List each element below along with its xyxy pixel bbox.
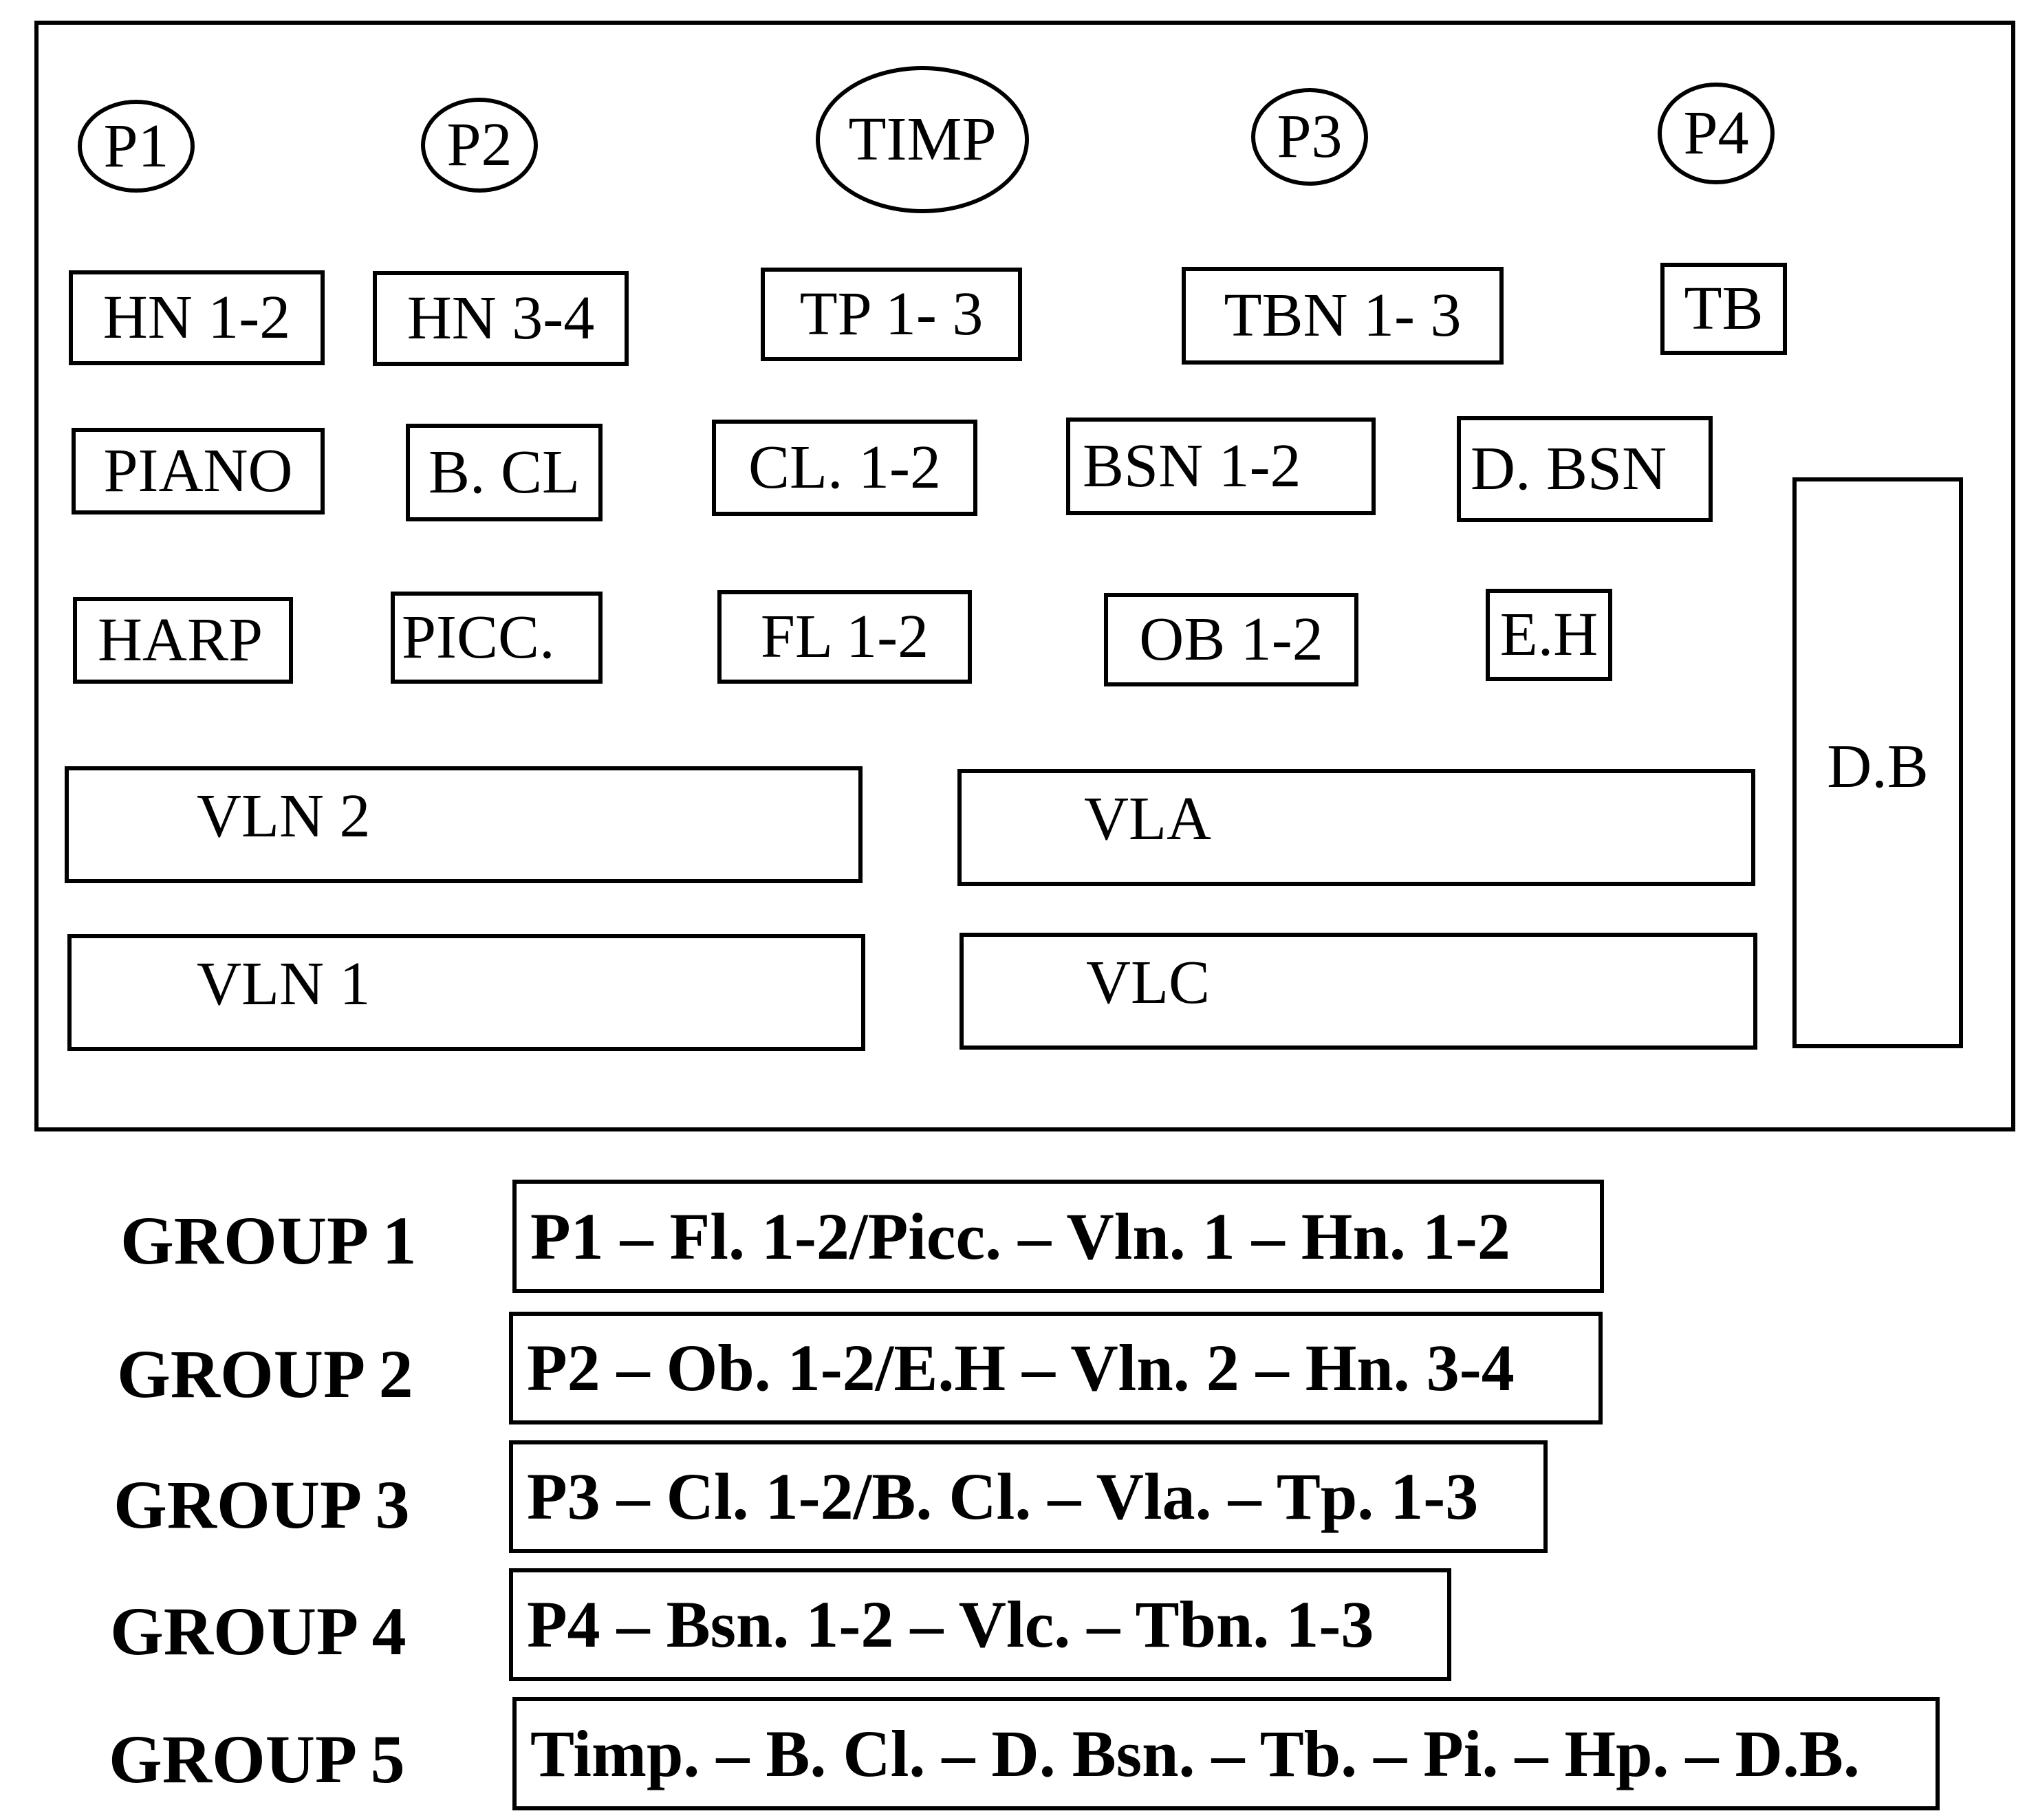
violins-1: VLN 1 xyxy=(67,934,865,1051)
group-1-label: GROUP 1 xyxy=(120,1202,417,1279)
group-4-members: P4 – Bsn. 1-2 – Vlc. – Tbn. 1-3 xyxy=(509,1568,1451,1681)
piccolo: PICC. xyxy=(391,592,603,684)
cellos: VLC xyxy=(960,933,1757,1050)
trumpets-1-3: TP 1- 3 xyxy=(761,268,1022,361)
horns-3-4: HN 3-4 xyxy=(373,271,629,366)
group-3-members: P3 – Cl. 1-2/B. Cl. – Vla. – Tp. 1-3 xyxy=(509,1440,1548,1553)
percussion-p2: P2 xyxy=(421,98,538,193)
percussion-p3: P3 xyxy=(1251,88,1368,186)
harp: HARP xyxy=(73,597,293,684)
flutes-1-2: FL 1-2 xyxy=(717,590,972,684)
group-3-label: GROUP 3 xyxy=(113,1466,410,1543)
violas: VLA xyxy=(957,769,1755,886)
contrabassoon: D. BSN xyxy=(1457,416,1713,522)
group-1-members: P1 – Fl. 1-2/Picc. – Vln. 1 – Hn. 1-2 xyxy=(512,1180,1604,1293)
violins-2: VLN 2 xyxy=(65,766,863,883)
group-2-label: GROUP 2 xyxy=(117,1336,413,1412)
piano: PIANO xyxy=(72,428,325,514)
horns-1-2: HN 1-2 xyxy=(69,270,325,365)
percussion-p1: P1 xyxy=(78,100,195,193)
clarinets-1-2: CL. 1-2 xyxy=(712,420,977,516)
oboes-1-2: OB 1-2 xyxy=(1104,593,1358,686)
group-2-members: P2 – Ob. 1-2/E.H – Vln. 2 – Hn. 3-4 xyxy=(509,1312,1603,1424)
bassoons-1-2: BSN 1-2 xyxy=(1066,418,1376,515)
bass-clarinet: B. CL xyxy=(406,424,603,521)
tuba: TB xyxy=(1660,263,1787,355)
group-5-members: Timp. – B. Cl. – D. Bsn. – Tb. – Pi. – H… xyxy=(512,1697,1940,1810)
group-4-label: GROUP 4 xyxy=(110,1593,406,1669)
stage-outline xyxy=(34,21,2015,1131)
group-5-label: GROUP 5 xyxy=(109,1721,405,1797)
percussion-p4: P4 xyxy=(1658,83,1775,184)
trombones-1-3: TBN 1- 3 xyxy=(1182,267,1504,365)
double-bass: D.B xyxy=(1792,477,1963,1048)
timpani: TIMP xyxy=(816,66,1029,213)
english-horn: E.H xyxy=(1486,589,1612,681)
